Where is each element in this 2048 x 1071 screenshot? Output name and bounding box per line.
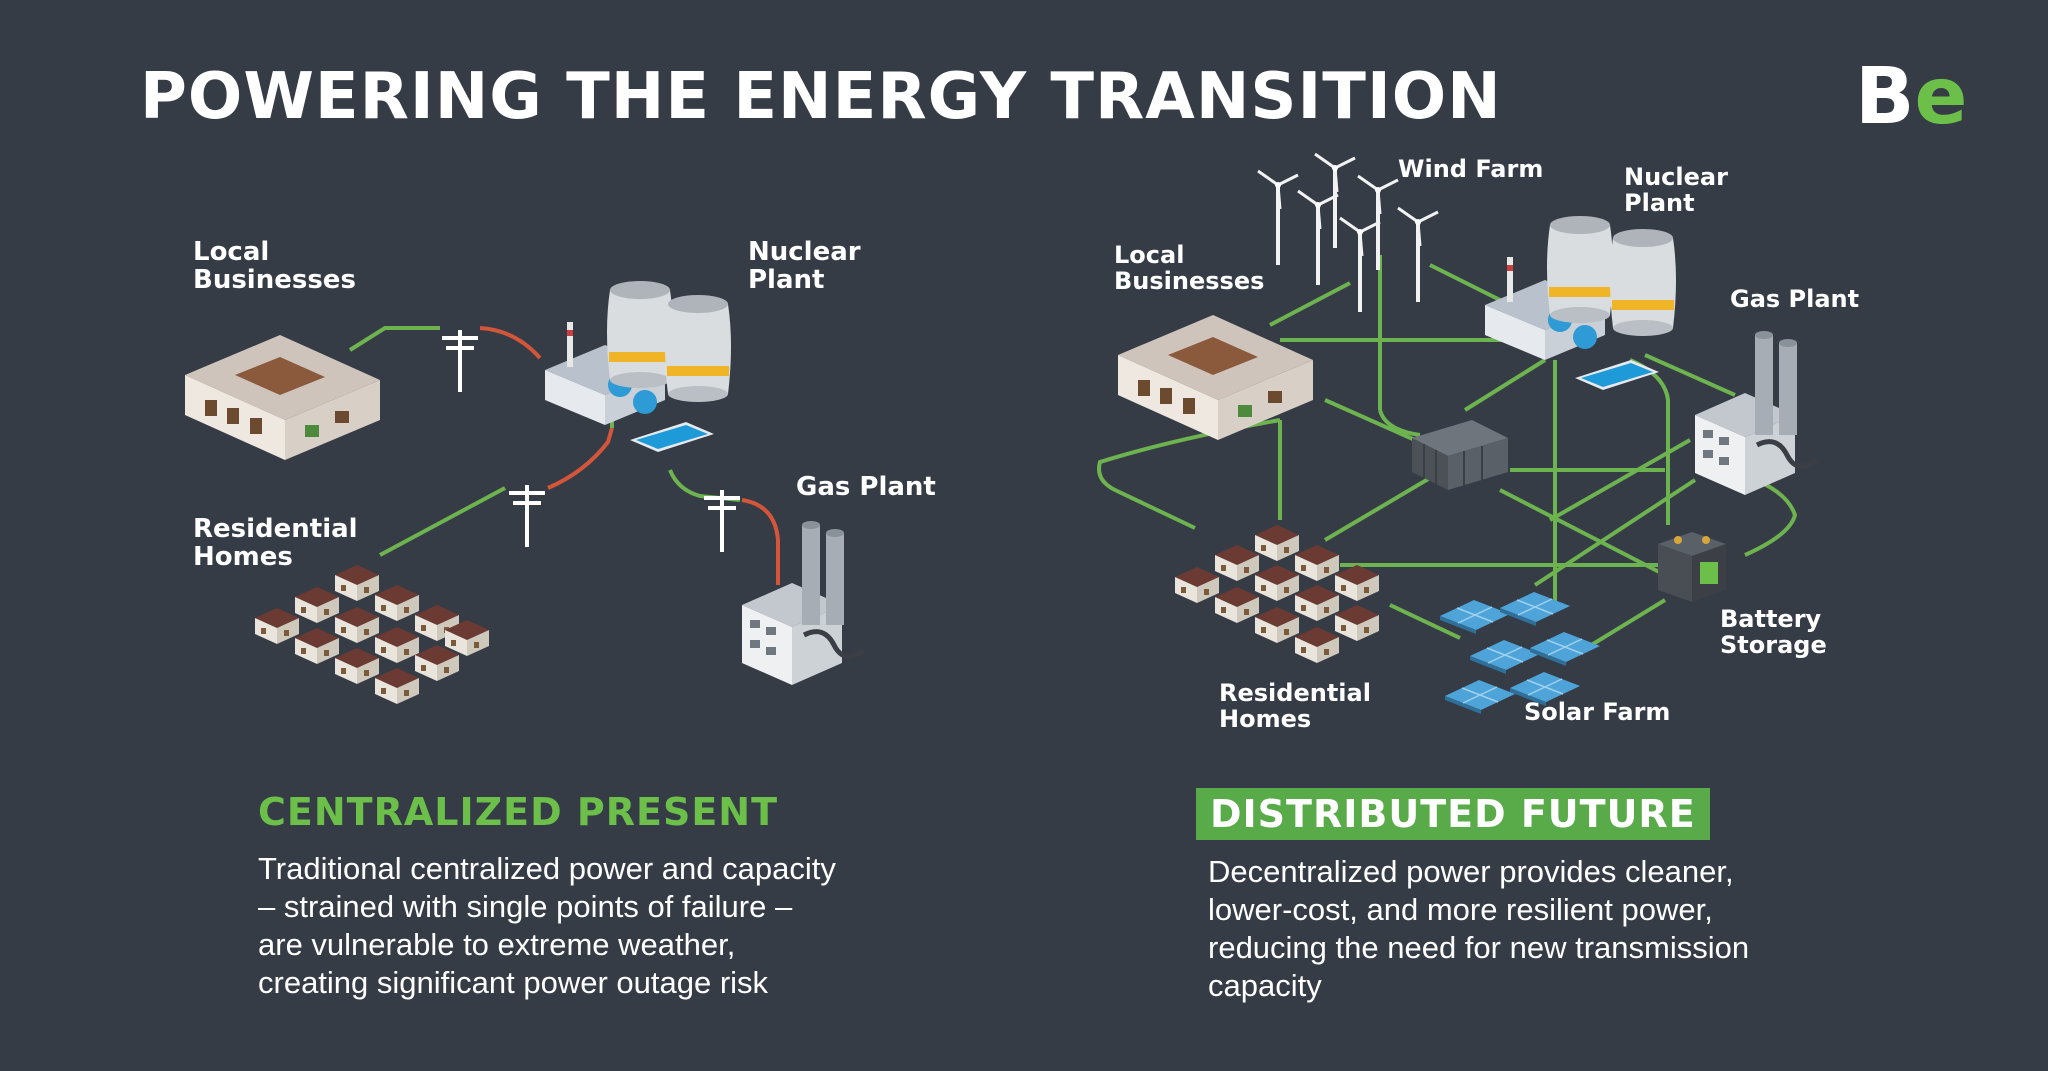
- left-nuclear-plant: [545, 281, 731, 452]
- left-local-businesses-building: [185, 335, 380, 460]
- right-label-local-businesses: Local Businesses: [1114, 242, 1264, 294]
- right-residential-homes: [1175, 525, 1379, 663]
- centralized-present-heading: CENTRALIZED PRESENT: [258, 790, 778, 834]
- left-residential-homes: [255, 565, 489, 704]
- centralized-desc-line: – strained with single points of failure…: [258, 889, 793, 924]
- right-local-businesses-building: [1118, 315, 1313, 440]
- left-label-local-businesses-line1: Local: [193, 237, 270, 267]
- left-label-residential-homes-line2: Homes: [193, 542, 293, 572]
- right-label-local-businesses-line1: Local: [1114, 241, 1185, 269]
- distributed-future-heading: DISTRIBUTED FUTURE: [1196, 788, 1710, 840]
- right-label-local-businesses-line2: Businesses: [1114, 267, 1265, 295]
- right-label-nuclear-plant-line2: Plant: [1624, 189, 1695, 217]
- right-label-residential-homes: Residential Homes: [1219, 680, 1371, 732]
- right-label-residential-homes-line2: Homes: [1219, 705, 1312, 733]
- page-title: POWERING THE ENERGY TRANSITION: [140, 60, 1502, 134]
- left-label-residential-homes-line1: Residential: [193, 514, 358, 544]
- right-label-nuclear-plant: Nuclear Plant: [1624, 164, 1728, 216]
- distributed-desc-line: Decentralized power provides cleaner,: [1208, 854, 1734, 889]
- right-nuclear-plant: [1485, 216, 1676, 390]
- left-label-nuclear-plant-line1: Nuclear: [748, 237, 861, 267]
- right-label-residential-homes-line1: Residential: [1219, 679, 1371, 707]
- right-gas-plant: [1695, 331, 1817, 495]
- centralized-desc-line: are vulnerable to extreme weather,: [258, 927, 736, 962]
- right-solar-farm: [1439, 591, 1601, 715]
- distributed-desc-line: lower-cost, and more resilient power,: [1208, 892, 1713, 927]
- logo-b: B: [1855, 52, 1915, 142]
- right-label-solar-farm: Solar Farm: [1524, 698, 1671, 726]
- left-label-gas-plant: Gas Plant: [796, 472, 936, 502]
- centralized-desc-line: Traditional centralized power and capaci…: [258, 851, 836, 886]
- right-label-gas-plant: Gas Plant: [1730, 285, 1860, 313]
- left-label-local-businesses-line2: Businesses: [193, 265, 356, 295]
- brand-logo: Be: [1855, 58, 1967, 136]
- left-label-nuclear-plant-line2: Plant: [748, 265, 825, 295]
- right-label-battery-storage-line2: Storage: [1720, 631, 1827, 659]
- distributed-desc-line: capacity: [1208, 968, 1322, 1003]
- left-label-nuclear-plant: Nuclear Plant: [748, 238, 861, 294]
- right-label-battery-storage-line1: Battery: [1720, 605, 1822, 633]
- right-label-wind-farm: Wind Farm: [1398, 155, 1544, 183]
- right-battery-storage: [1658, 532, 1726, 602]
- distributed-future-description: Decentralized power provides cleaner, lo…: [1208, 853, 1749, 1005]
- left-connections: [348, 326, 780, 585]
- right-label-nuclear-plant-line1: Nuclear: [1624, 163, 1728, 191]
- distributed-desc-line: reducing the need for new transmission: [1208, 930, 1750, 965]
- left-gas-plant: [742, 521, 864, 685]
- left-label-local-businesses: Local Businesses: [193, 238, 356, 294]
- right-label-battery-storage: Battery Storage: [1720, 606, 1827, 658]
- centralized-present-description: Traditional centralized power and capaci…: [258, 850, 836, 1002]
- centralized-desc-line: creating significant power outage risk: [258, 965, 769, 1000]
- left-label-residential-homes: Residential Homes: [193, 515, 358, 571]
- logo-e: e: [1914, 52, 1968, 142]
